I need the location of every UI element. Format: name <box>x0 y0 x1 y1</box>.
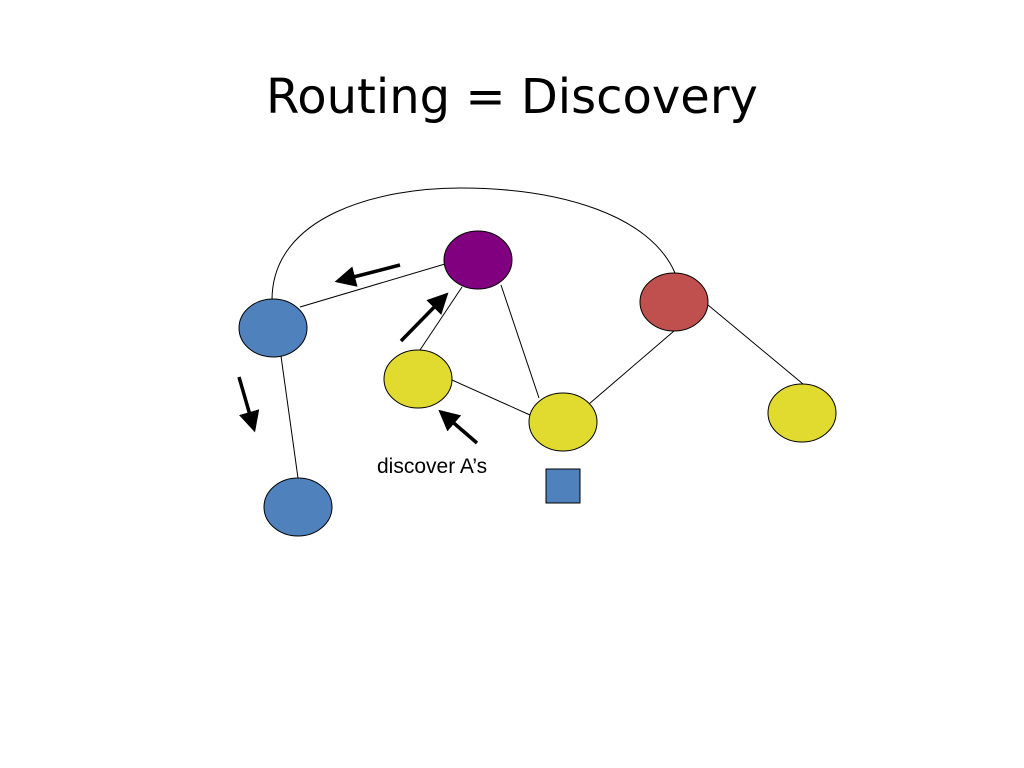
yellow-node-left <box>383 349 453 409</box>
edge-purple-to-yellow-center <box>500 284 540 399</box>
yellow-node-right <box>767 383 837 443</box>
blue-square <box>545 468 581 504</box>
blue-node-top <box>238 298 308 358</box>
slide-title: Routing = Discovery <box>266 69 758 125</box>
yellow-node-center <box>528 392 598 452</box>
edge-blue-top-to-blue-bottom <box>280 355 299 479</box>
arrow-toward-blue-bottom <box>237 376 260 433</box>
purple-node <box>443 230 513 290</box>
arrow-toward-blue-top <box>334 263 401 287</box>
arrow-toward-purple <box>399 292 449 343</box>
arrow-toward-yellow-left <box>438 409 479 445</box>
edge-blue-top-to-red-arc <box>271 187 676 301</box>
edge-purple-to-yellow-left <box>419 286 463 351</box>
red-node <box>639 272 709 332</box>
edge-yellow-center-to-red <box>588 330 675 405</box>
blue-node-bottom <box>263 477 333 537</box>
edge-yellow-left-to-yellow-center <box>451 379 531 416</box>
edge-blue-top-to-purple <box>299 263 446 308</box>
discover-caption: discover A’s <box>377 455 487 478</box>
edge-red-to-yellow-right <box>707 304 804 385</box>
